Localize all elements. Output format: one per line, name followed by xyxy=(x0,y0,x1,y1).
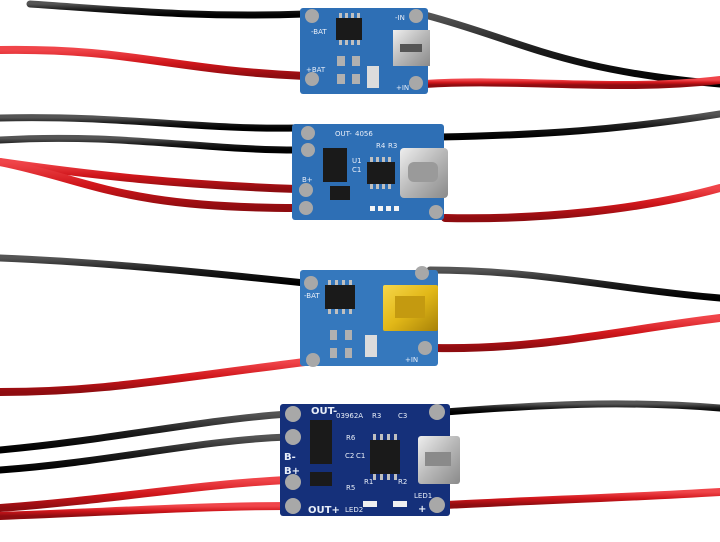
label-c3: C3 xyxy=(398,412,407,420)
label-r4: R4 xyxy=(376,142,386,150)
label-led1: LED1 xyxy=(414,492,432,500)
label-c2: C2 xyxy=(345,452,354,460)
charger-ic xyxy=(370,440,400,474)
label-model-03962a: 03962A xyxy=(336,412,363,420)
ic-chip xyxy=(336,18,362,40)
label-pos-bat: +BAT xyxy=(306,66,326,74)
label-r3: R3 xyxy=(372,412,381,420)
label-neg-bat: -BAT xyxy=(304,292,320,300)
board3-mini-usb: -BAT +IN xyxy=(300,266,438,367)
label-b-plus: B+ xyxy=(302,176,313,184)
label-r6: R6 xyxy=(346,434,356,442)
label-b-plus: B+ xyxy=(284,466,300,477)
label-b-minus: B- xyxy=(284,452,296,463)
label-neg-in: -IN xyxy=(395,14,405,22)
label-r3: R3 xyxy=(388,142,397,150)
label-c1: C1 xyxy=(352,166,361,174)
label-out-minus: OUT- xyxy=(311,406,337,417)
label-r5: R5 xyxy=(346,484,355,492)
label-r2: R2 xyxy=(398,478,407,486)
label-neg-bat: -BAT xyxy=(311,28,327,36)
board1-micro-usb: -BAT +BAT -IN +IN xyxy=(300,8,430,94)
protection-ic xyxy=(323,148,347,182)
label-out-plus: OUT+ xyxy=(308,505,340,516)
label-model-4056: 4056 xyxy=(355,130,373,138)
board3-wires xyxy=(0,254,720,396)
ic-chip xyxy=(325,285,355,309)
label-out-minus: OUT- xyxy=(335,130,352,138)
board2-usb-c: OUT- 4056 R4 R3 B+ C1 U1 xyxy=(292,124,448,220)
protection-ic xyxy=(310,420,332,464)
label-pos-in: +IN xyxy=(405,356,418,364)
label-r1: R1 xyxy=(364,478,373,486)
charger-ic xyxy=(367,162,395,184)
board4-wires xyxy=(0,400,720,520)
board2-wires xyxy=(0,110,720,223)
board1-wires xyxy=(0,0,720,90)
label-led2: LED2 xyxy=(345,506,363,514)
label-u1: U1 xyxy=(352,157,362,165)
label-plus: + xyxy=(418,504,426,515)
label-pos-in: +IN xyxy=(396,84,409,92)
board4-micro-usb-protection: OUT- B- B+ OUT+ 03962A R3 C3 R6 C2 C1 R5… xyxy=(280,404,460,516)
label-c1: C1 xyxy=(356,452,365,460)
